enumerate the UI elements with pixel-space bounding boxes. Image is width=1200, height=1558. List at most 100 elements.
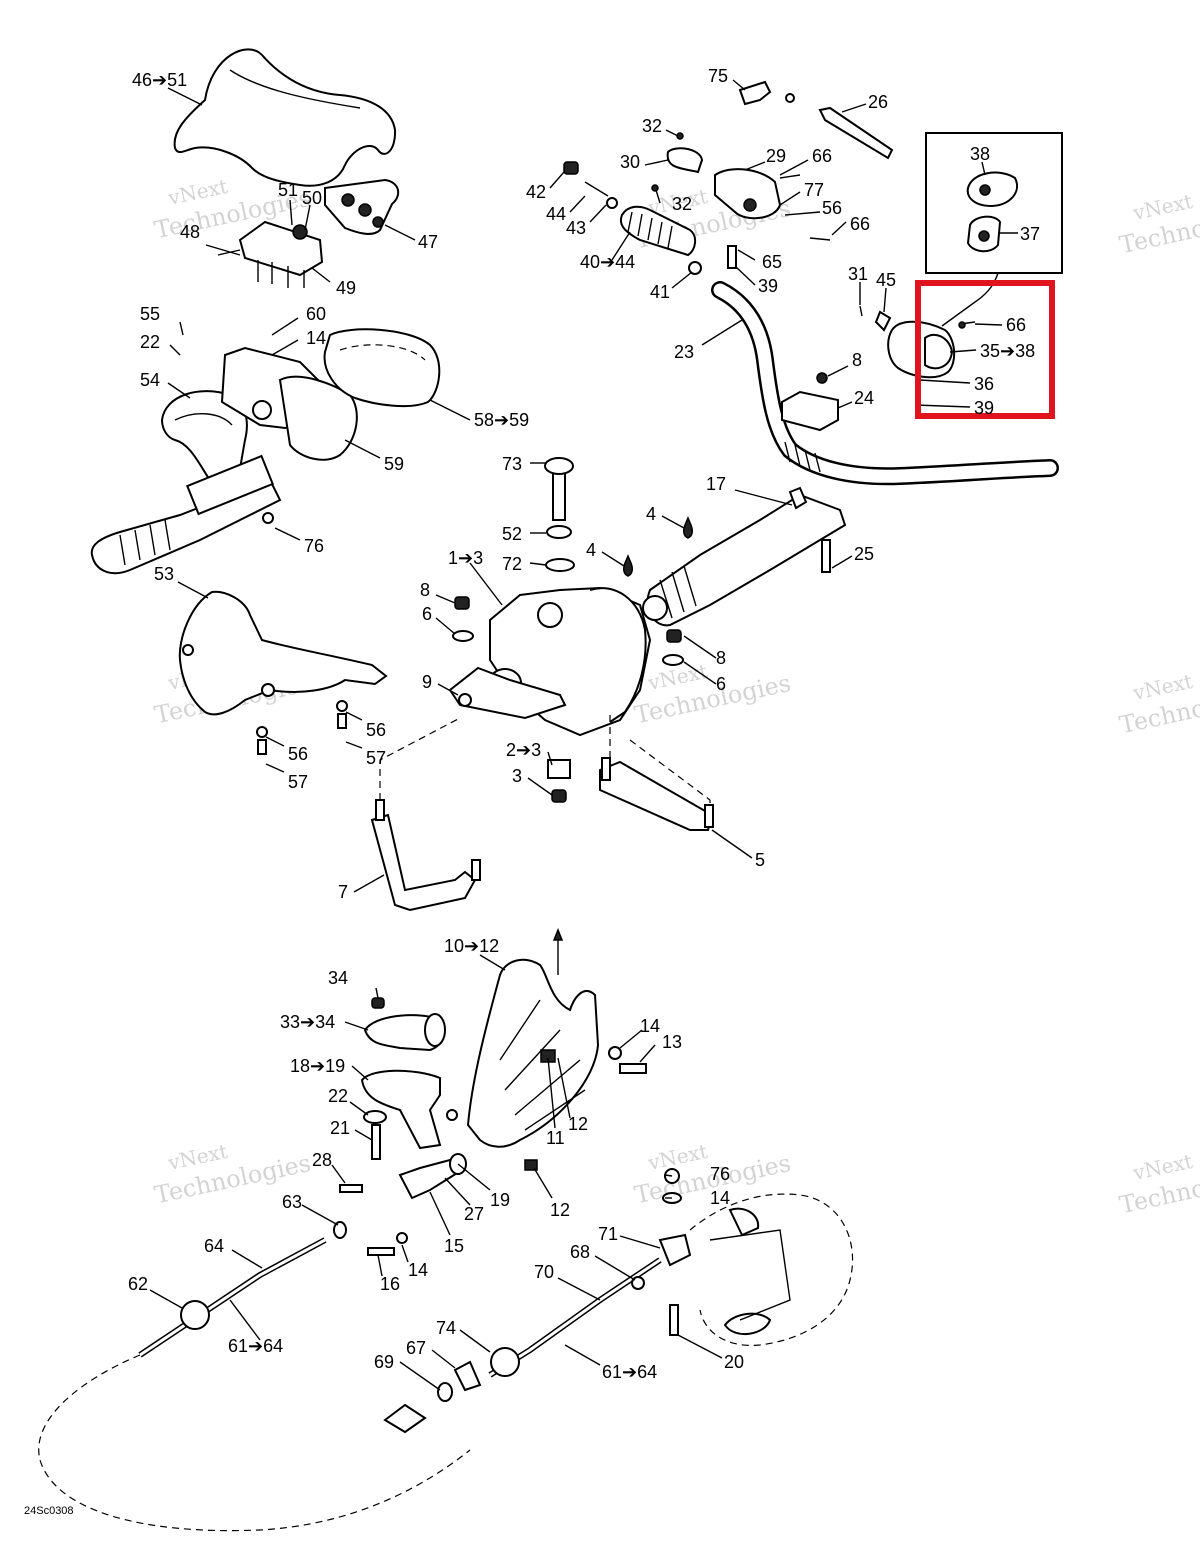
callout-14: 14 — [710, 1188, 730, 1208]
callout-13: 13 — [662, 1032, 682, 1052]
callout-76: 76 — [304, 536, 324, 556]
callout-18-19: 18➔19 — [290, 1056, 345, 1076]
callout-17: 17 — [706, 474, 726, 494]
callout-32: 32 — [672, 194, 692, 214]
callout-67: 67 — [406, 1338, 426, 1358]
callout-39: 39 — [974, 398, 994, 418]
callout-61-64: 61➔64 — [228, 1336, 283, 1356]
callout-75: 75 — [708, 66, 728, 86]
callout-53: 53 — [154, 564, 174, 584]
callout-9: 9 — [422, 672, 432, 692]
callout-77: 77 — [804, 180, 824, 200]
callout-labels: 46➔51 51 50 48 47 49 55 60 22 14 54 58➔5… — [128, 66, 1040, 1382]
callout-20: 20 — [724, 1352, 744, 1372]
left-grip-shaft — [90, 478, 282, 575]
callout-8: 8 — [852, 350, 862, 370]
console-cushion — [323, 328, 441, 408]
console-cap — [278, 375, 358, 461]
nut — [563, 161, 579, 175]
callout-34: 34 — [328, 968, 348, 988]
callout-11: 11 — [546, 1128, 565, 1148]
callout-60: 60 — [306, 304, 326, 324]
callout-39: 39 — [758, 276, 778, 296]
padding-mount — [238, 220, 324, 277]
callout-50: 50 — [302, 188, 322, 208]
callout-1-3: 1➔3 — [448, 548, 483, 568]
callout-48: 48 — [180, 222, 200, 242]
callout-15: 15 — [444, 1236, 464, 1256]
callout-49: 49 — [336, 278, 356, 298]
cable-nut — [180, 1300, 210, 1330]
callout-23: 23 — [674, 342, 694, 362]
callout-3: 3 — [512, 766, 522, 786]
callout-56: 56 — [822, 198, 842, 218]
callout-2-3: 2➔3 — [506, 740, 541, 760]
callout-32: 32 — [642, 116, 662, 136]
callout-55: 55 — [140, 304, 160, 324]
figure-code: 24Sc0308 — [24, 1505, 74, 1517]
callout-44: 44 — [546, 204, 566, 224]
callout-19: 19 — [490, 1190, 510, 1210]
callout-66: 66 — [1006, 315, 1026, 335]
callout-63: 63 — [282, 1192, 302, 1212]
callout-51: 51 — [278, 180, 298, 200]
callout-22: 22 — [328, 1086, 348, 1106]
steering-arm-mount — [466, 958, 600, 1148]
callout-57: 57 — [288, 772, 308, 792]
callout-74: 74 — [436, 1318, 456, 1338]
callout-25: 25 — [854, 544, 874, 564]
callout-41: 41 — [650, 282, 670, 302]
lever-half — [666, 147, 704, 174]
callout-12: 12 — [550, 1200, 570, 1220]
callout-30: 30 — [620, 152, 640, 172]
bushing — [547, 759, 571, 779]
callout-62: 62 — [128, 1274, 148, 1294]
center-bolt — [552, 469, 566, 521]
highlight-box — [915, 280, 1055, 419]
callout-21: 21 — [330, 1118, 350, 1138]
cover-bracket — [178, 590, 388, 716]
callout-61-64: 61➔64 — [602, 1362, 657, 1382]
callout-4: 4 — [646, 504, 656, 524]
callout-6: 6 — [422, 604, 432, 624]
left-grip-bracket — [185, 454, 275, 516]
parts — [38, 48, 1063, 1532]
callout-7: 7 — [338, 882, 348, 902]
callout-10-12: 10➔12 — [444, 936, 499, 956]
callout-26: 26 — [868, 92, 888, 112]
link-arm — [599, 760, 714, 831]
callout-29: 29 — [766, 146, 786, 166]
callout-37: 37 — [1020, 224, 1040, 244]
callout-68: 68 — [570, 1242, 590, 1262]
steering-stem — [646, 493, 847, 627]
callout-66: 66 — [812, 146, 832, 166]
callout-45: 45 — [876, 270, 896, 290]
callout-46-51: 46➔51 — [132, 70, 187, 90]
callout-69: 69 — [374, 1352, 394, 1372]
callout-5: 5 — [755, 850, 765, 870]
callout-8: 8 — [716, 648, 726, 668]
handlebar-clamp — [781, 390, 839, 432]
callout-28: 28 — [312, 1150, 332, 1170]
callout-52: 52 — [502, 524, 522, 544]
callout-73: 73 — [502, 454, 522, 474]
callout-56: 56 — [288, 744, 308, 764]
callout-8: 8 — [420, 580, 430, 600]
callout-14: 14 — [306, 328, 326, 348]
callout-57: 57 — [366, 748, 386, 768]
callout-14: 14 — [640, 1016, 660, 1036]
callout-27: 27 — [464, 1204, 484, 1224]
handlebar-padding-cover — [173, 48, 397, 187]
callout-42: 42 — [526, 182, 546, 202]
support-bracket — [370, 813, 477, 912]
callout-47: 47 — [418, 232, 438, 252]
mount-plate — [448, 666, 567, 720]
callout-31: 31 — [848, 264, 868, 284]
jet-nozzle — [689, 1193, 854, 1347]
callout-33-34: 33➔34 — [280, 1012, 335, 1032]
throttle-cable-rod — [818, 106, 894, 160]
right-grip — [620, 205, 696, 257]
callout-65: 65 — [762, 252, 782, 272]
callout-72: 72 — [502, 554, 522, 574]
